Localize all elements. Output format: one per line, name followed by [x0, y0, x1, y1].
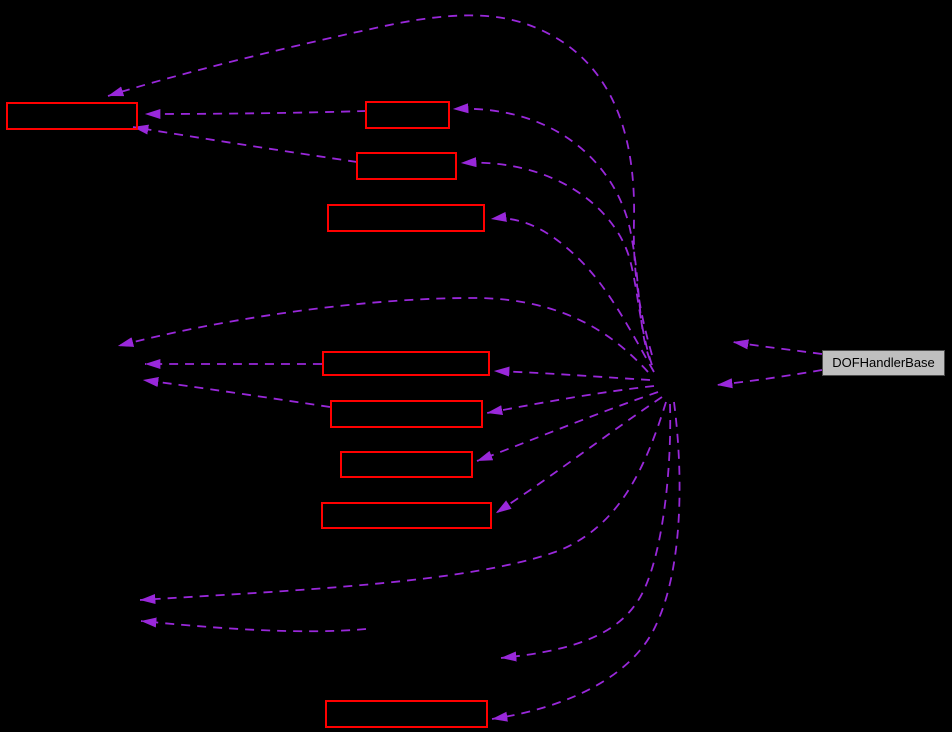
edge-hub-to-bottomleft-node-a [139, 401, 667, 605]
edge-hub-to-node6 [486, 385, 655, 416]
edge-node2-to-node1 [144, 108, 367, 120]
edge-hub-to-node4 [490, 211, 655, 373]
edge-node6-to-left-node [142, 376, 331, 408]
edge-bottomnode-to-bottomleft-node [140, 617, 367, 633]
node-box-9[interactable] [325, 700, 488, 728]
node-box-8[interactable] [321, 502, 492, 529]
edge-hub-to-node5 [493, 366, 651, 381]
node-box-2[interactable] [365, 101, 450, 129]
edge-hub-to-node3 [460, 157, 653, 366]
edge-hub-to-node2 [452, 103, 651, 361]
node-dofhandlerbase[interactable]: DOFHandlerBase [822, 350, 945, 376]
edge-hub-to-node8 [495, 396, 663, 514]
edge-hub-to-left-node-a [117, 297, 649, 373]
node-box-7[interactable] [340, 451, 473, 478]
edge-dofhandlerbase-to-hub-upper [732, 339, 823, 355]
edge-hub-to-bottom-node [500, 403, 672, 662]
edge-hub-to-node7 [476, 391, 659, 462]
node-box-4[interactable] [327, 204, 485, 232]
node-box-6[interactable] [330, 400, 483, 428]
edge-hub-to-node1 [107, 14, 653, 356]
edge-node3-to-node1 [132, 124, 358, 163]
node-box-1[interactable] [6, 102, 138, 130]
edge-hub-to-node9 [491, 401, 681, 722]
node-box-3[interactable] [356, 152, 457, 180]
edge-dofhandlerbase-to-hub-lower [716, 369, 823, 389]
node-box-5[interactable] [322, 351, 490, 376]
